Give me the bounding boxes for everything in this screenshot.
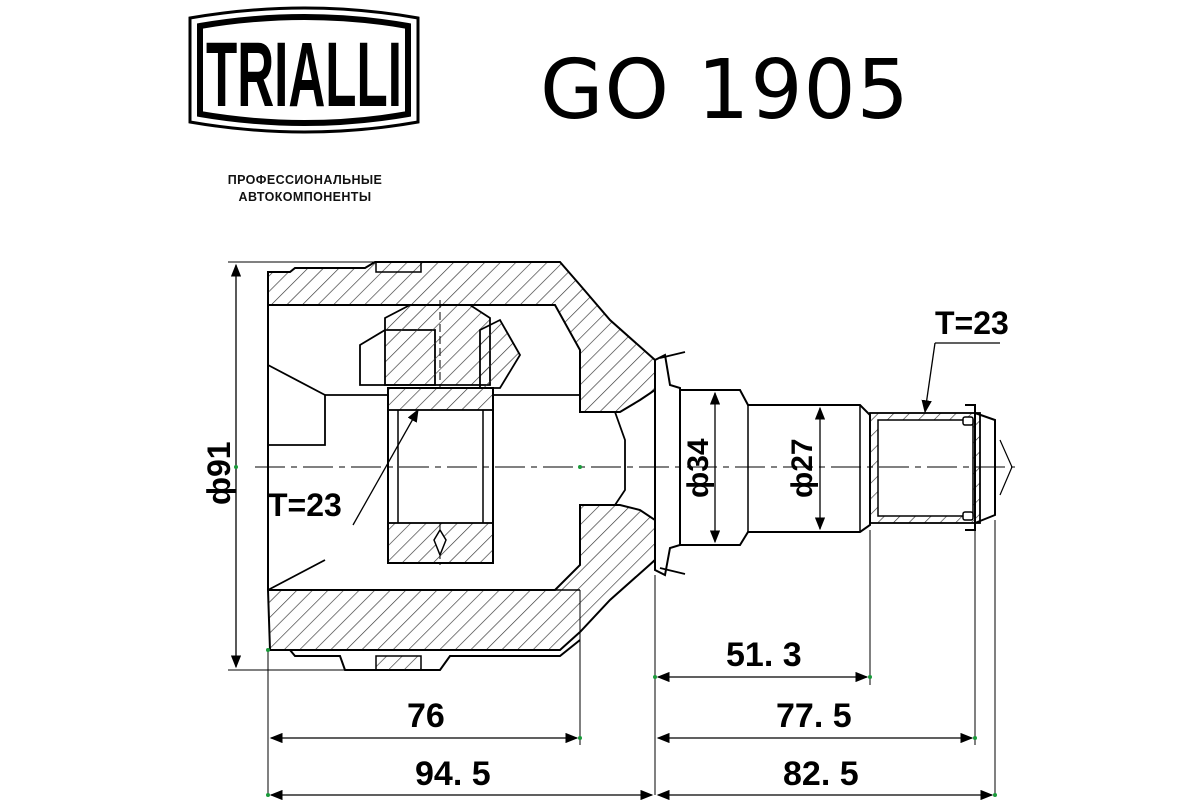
dim-label-inner-spline: T=23 xyxy=(268,487,342,523)
brand-tagline: ПРОФЕССИОНАЛЬНЫЕ АВТОКОМПОНЕНТЫ xyxy=(205,172,405,206)
dim-label-outer-spline: T=23 xyxy=(935,305,1009,341)
dim-label-d27: ф27 xyxy=(786,438,819,498)
dim-label-76: 76 xyxy=(407,697,445,735)
dim-label-77-5: 77. 5 xyxy=(776,697,852,735)
boot-flange xyxy=(654,353,681,577)
dim-label-82-5: 82. 5 xyxy=(783,755,859,793)
dim-label-d34: ф34 xyxy=(682,438,715,498)
dim-label-51-3: 51. 3 xyxy=(726,636,802,674)
dim-label-94-5: 94. 5 xyxy=(415,755,491,793)
leader-inner-spline xyxy=(352,408,419,526)
housing-stem xyxy=(580,411,626,506)
leader-outer-spline xyxy=(921,342,936,414)
dim-label-d91: ф91 xyxy=(201,441,237,505)
tagline-line-2: АВТОКОМПОНЕНТЫ xyxy=(238,190,372,204)
part-number-title: GO 1905 xyxy=(540,43,910,138)
tagline-line-1: ПРОФЕССИОНАЛЬНЫЕ xyxy=(227,173,383,187)
